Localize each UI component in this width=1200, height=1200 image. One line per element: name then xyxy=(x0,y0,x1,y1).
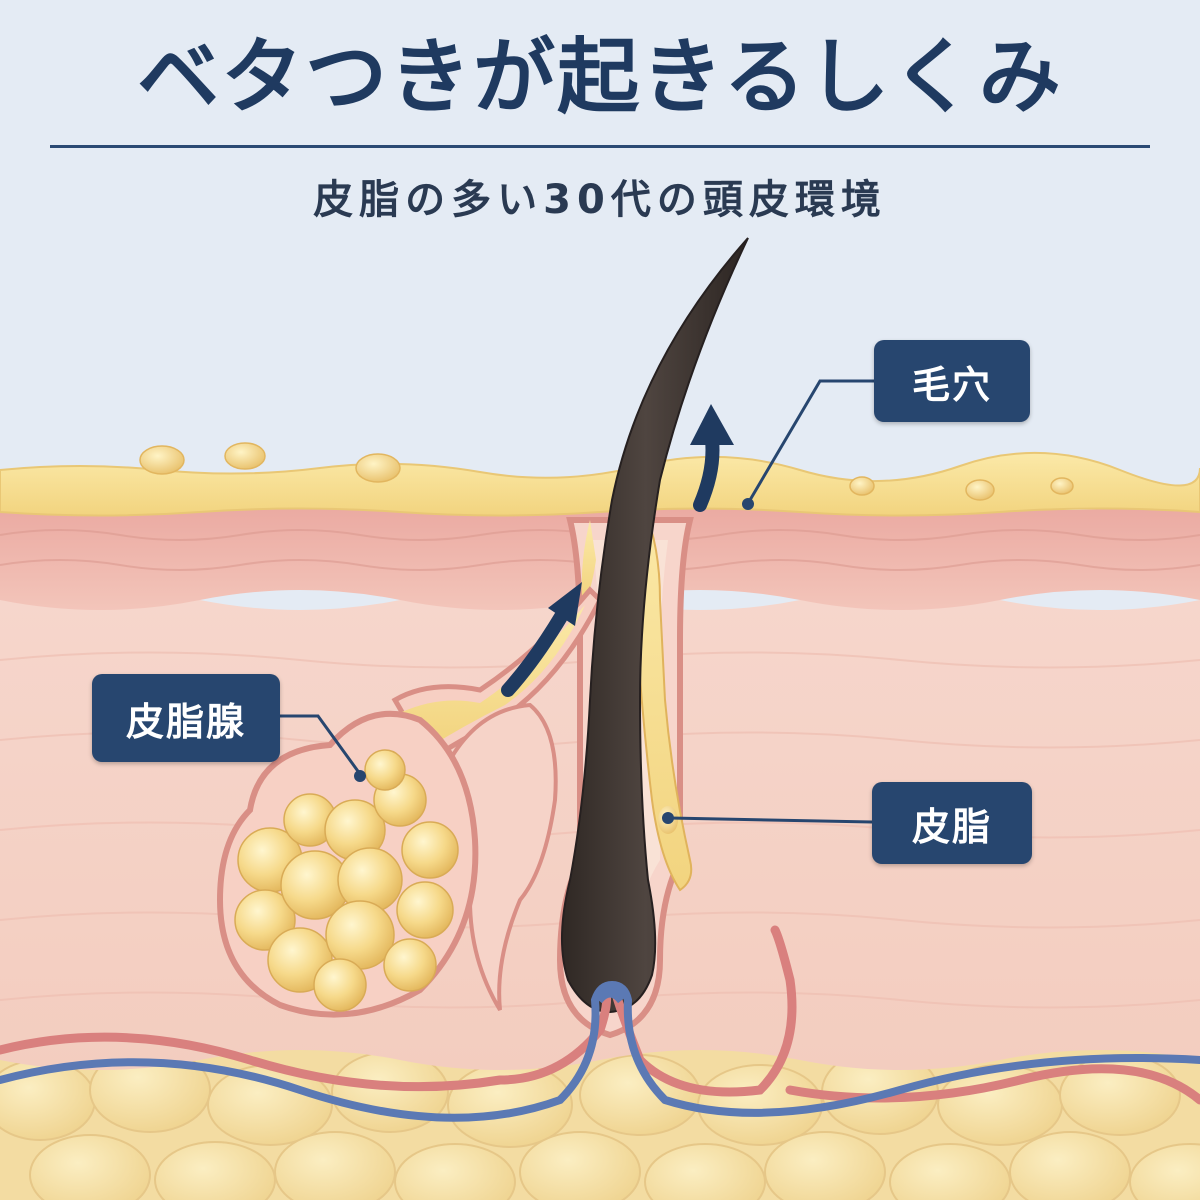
artery-left xyxy=(0,985,612,1092)
title-divider xyxy=(50,145,1150,148)
duct-sebum xyxy=(402,605,585,748)
follicle-sebum xyxy=(633,496,693,892)
arrow-up-icon xyxy=(501,582,582,697)
pore-label: 毛穴 xyxy=(874,340,1030,422)
sebaceous-gland-label: 皮脂腺 xyxy=(92,674,280,762)
page-subtitle: 皮脂の多い30代の頭皮環境 xyxy=(313,177,887,223)
gland-cells xyxy=(234,749,459,1012)
leader-dots xyxy=(354,498,754,824)
vein xyxy=(0,980,1200,1122)
gland-leader-line xyxy=(280,714,362,775)
fat-cells xyxy=(0,1047,1200,1200)
papilla-capillary xyxy=(594,987,626,1004)
hair-strand xyxy=(560,237,749,1014)
pore-leader-line xyxy=(748,379,874,501)
follicle-sebum-left xyxy=(581,520,596,600)
surface-sebum-drops xyxy=(139,442,1074,501)
sebum-label: 皮脂 xyxy=(872,782,1032,864)
arrow-up-icon xyxy=(690,404,734,512)
sebum-leader-line xyxy=(669,816,873,824)
page-title: ベタつきが起きるしくみ xyxy=(137,30,1063,125)
leader-lines xyxy=(280,379,874,824)
